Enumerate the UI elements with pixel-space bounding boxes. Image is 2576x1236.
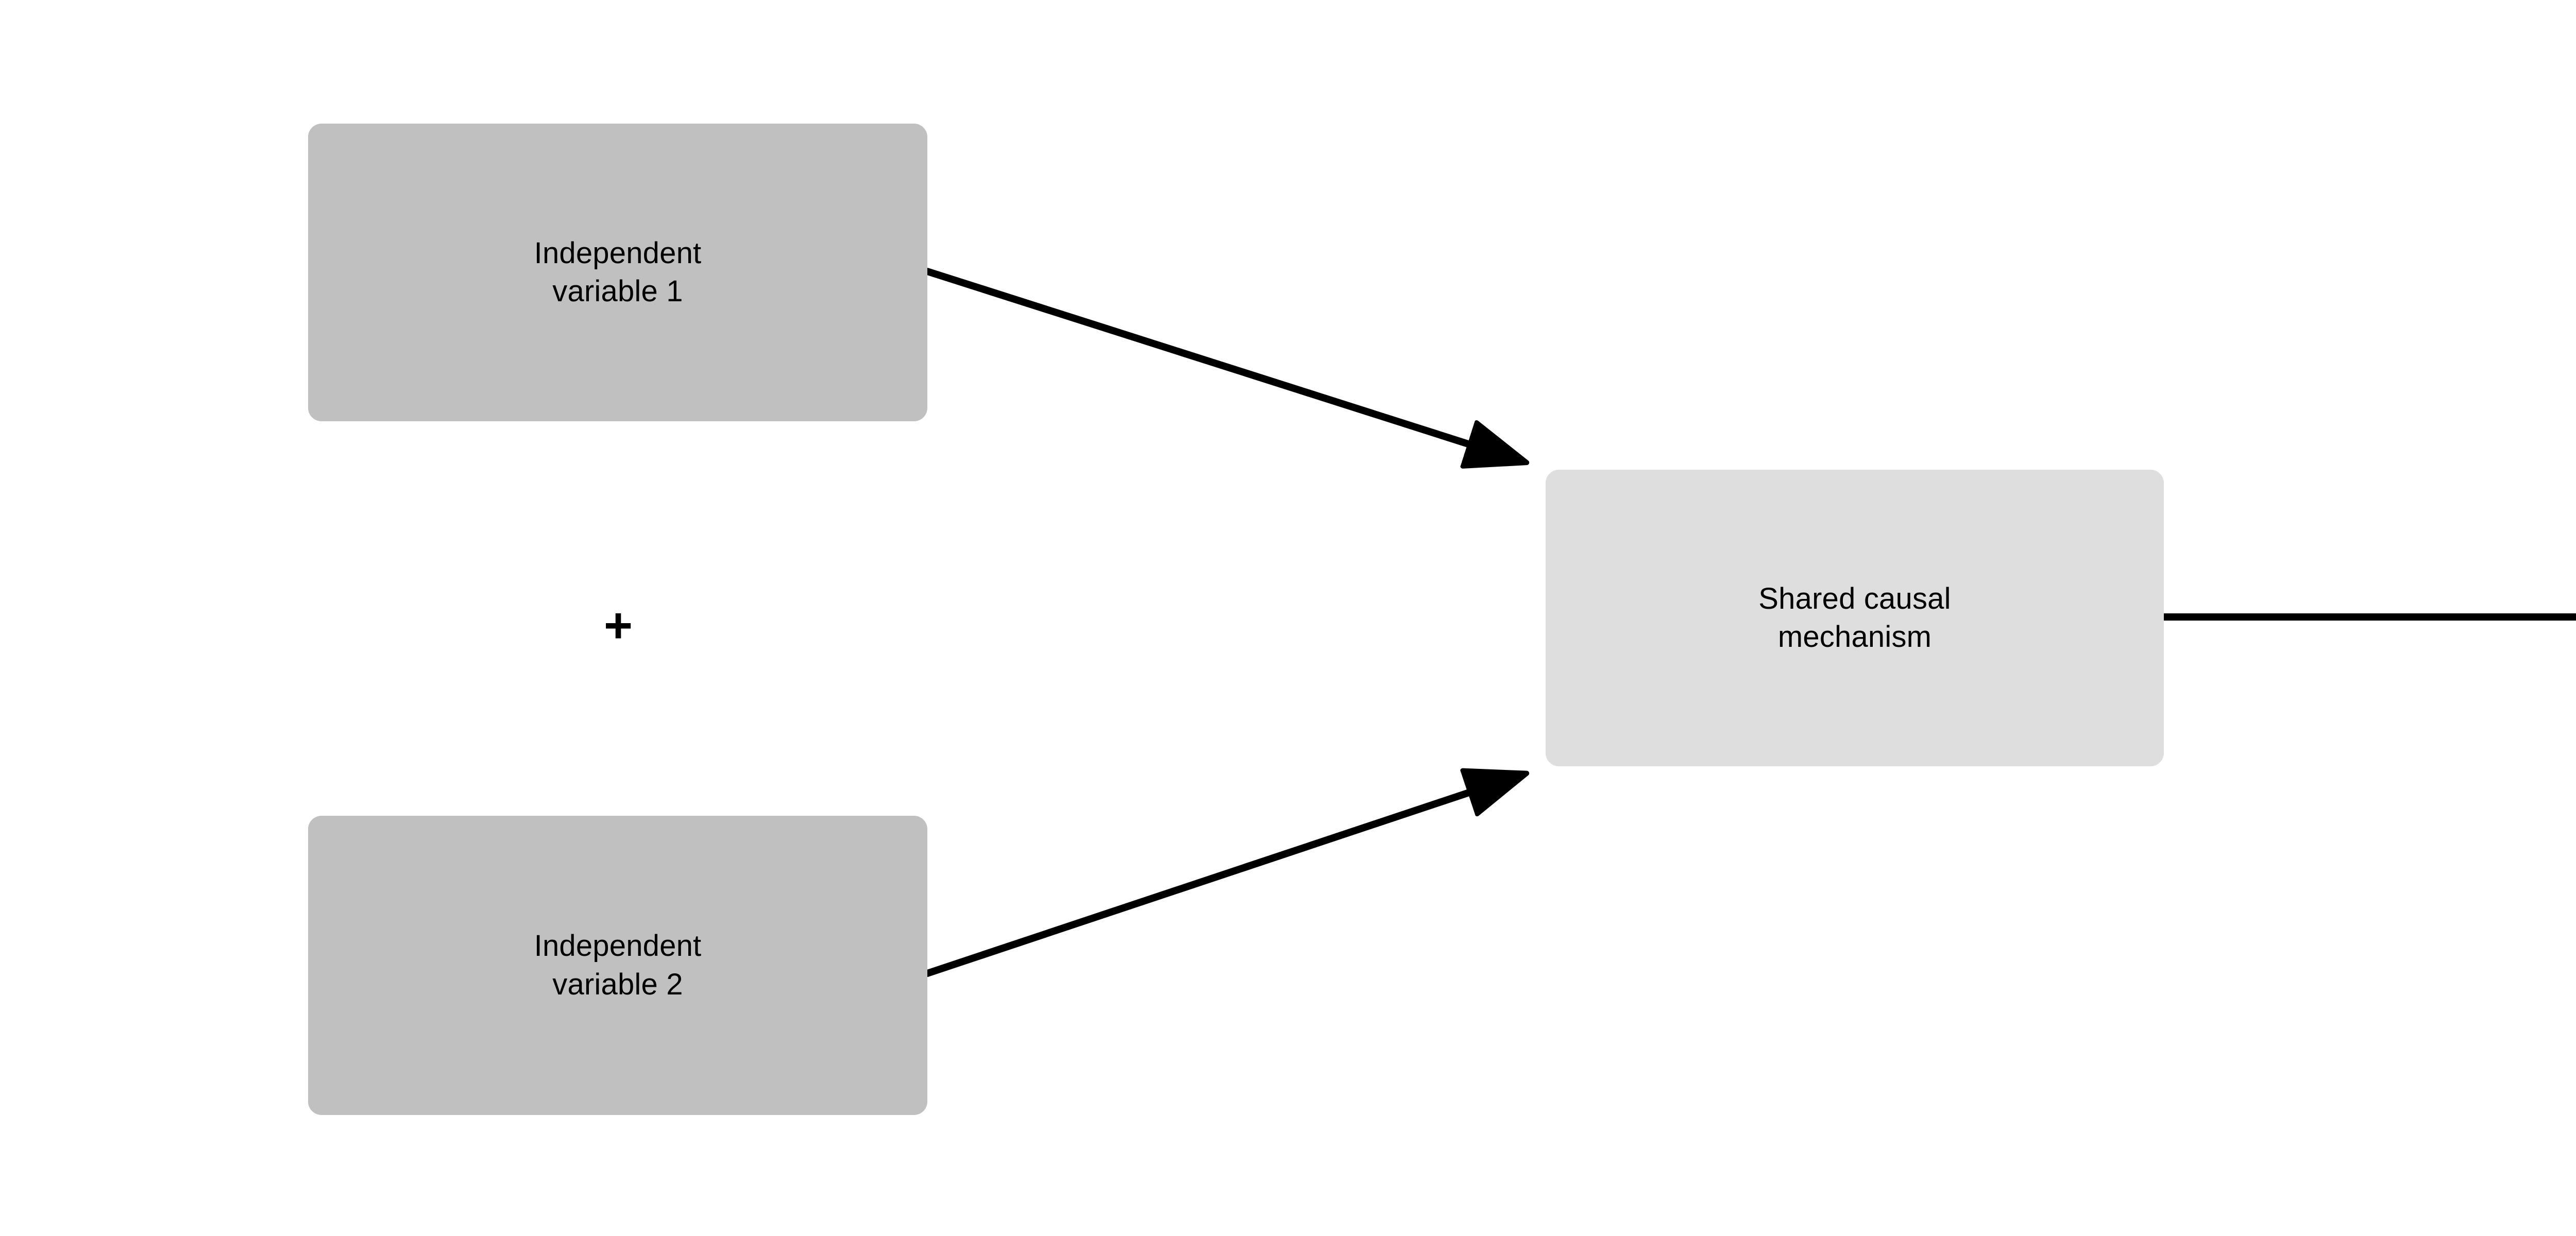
edge-iv1-to-mechanism	[924, 268, 1520, 460]
plus-operator-icon: +	[603, 598, 633, 653]
node-independent-variable-2[interactable]: Independent variable 2	[308, 816, 927, 1115]
node-independent-variable-1[interactable]: Independent variable 1	[308, 124, 927, 421]
node-shared-causal-mechanism[interactable]: Shared causal mechanism	[1546, 470, 2164, 766]
node-label-independent-variable-2: Independent variable 2	[534, 929, 702, 1001]
edge-iv2-to-mechanism	[924, 776, 1520, 977]
node-label-shared-causal-mechanism: Shared causal mechanism	[1758, 581, 1951, 654]
node-label-independent-variable-1: Independent variable 1	[534, 236, 702, 308]
